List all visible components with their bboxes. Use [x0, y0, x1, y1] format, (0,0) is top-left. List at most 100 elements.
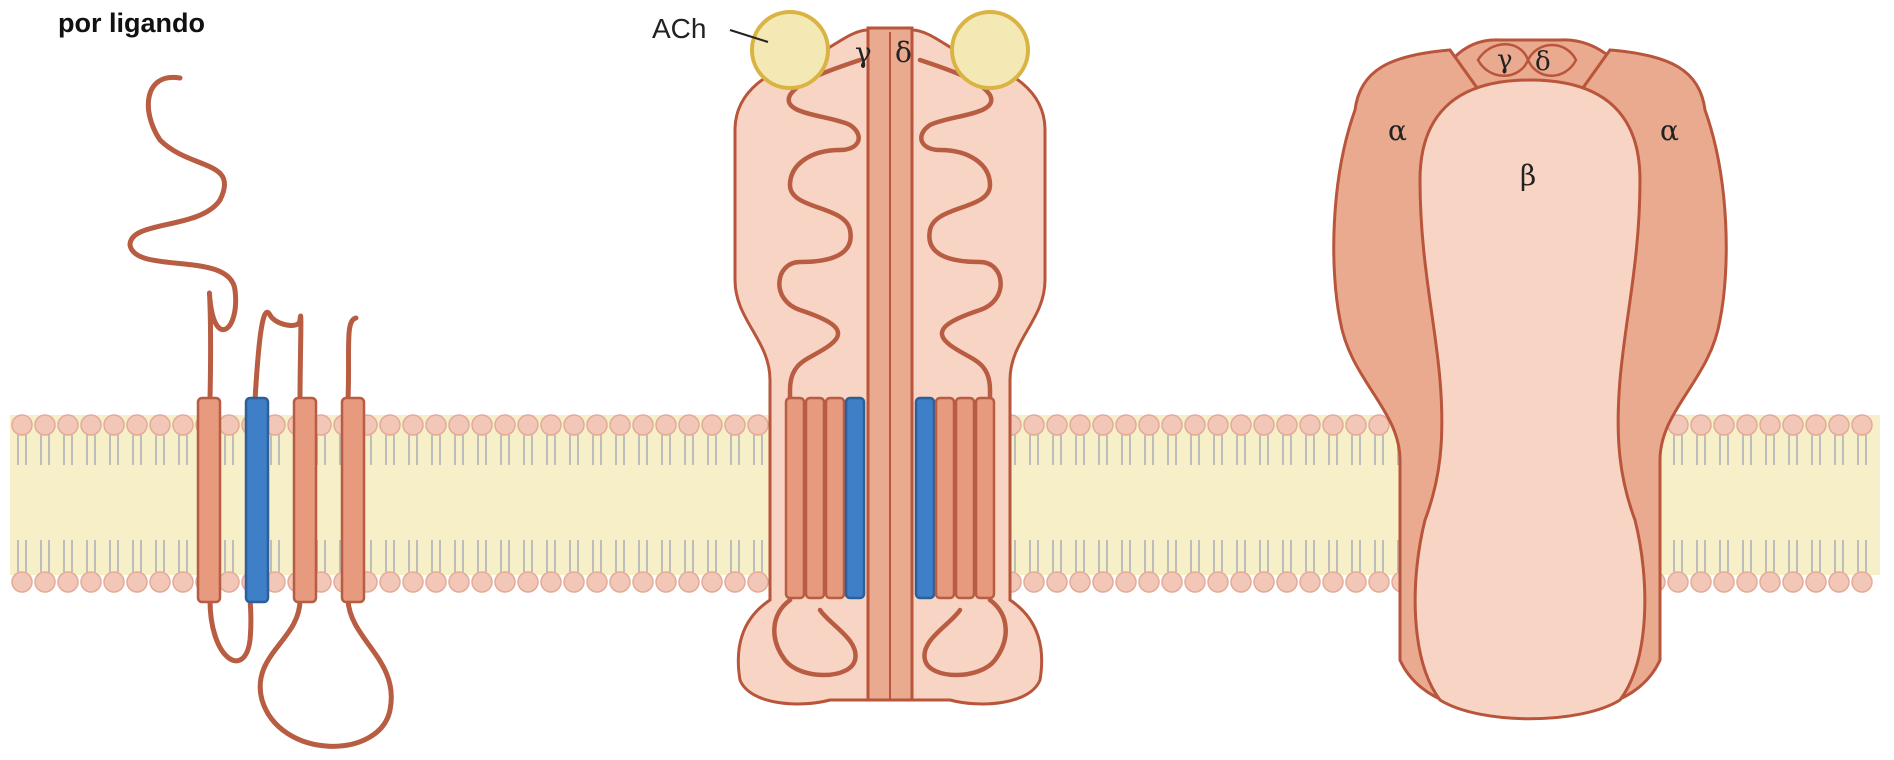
lipid-head [1829, 572, 1849, 592]
lipid-head [1369, 415, 1389, 435]
lipid-head [1208, 415, 1228, 435]
lipid-head [472, 572, 492, 592]
lipid-head [541, 415, 561, 435]
lipid-head [1852, 572, 1872, 592]
lipid-head [219, 572, 239, 592]
lipid-head [518, 572, 538, 592]
delta-label-pentamer: δ [1535, 47, 1551, 77]
lipid-head [173, 572, 193, 592]
cytoplasmic-loop-2 [260, 600, 391, 746]
beta-label: β [1520, 159, 1536, 192]
lipid-head [1024, 415, 1044, 435]
lipid-head [679, 415, 699, 435]
lipid-head [1691, 572, 1711, 592]
lipid-head [472, 415, 492, 435]
lipid-head [35, 415, 55, 435]
lipid-head [426, 572, 446, 592]
left-helix-3 [826, 398, 844, 598]
lipid-head [150, 415, 170, 435]
lipid-head [81, 415, 101, 435]
lipid-head [1254, 415, 1274, 435]
lipid-head [1254, 572, 1274, 592]
lipid-head [656, 572, 676, 592]
lipid-head [1829, 415, 1849, 435]
lipid-head [1760, 415, 1780, 435]
lipid-head [702, 415, 722, 435]
lipid-head [1691, 415, 1711, 435]
lipid-head [1139, 415, 1159, 435]
lipid-head [1231, 415, 1251, 435]
lipid-head [748, 572, 768, 592]
lipid-head [1070, 572, 1090, 592]
left-helix-m2 [846, 398, 864, 598]
c-terminal-strand [348, 318, 356, 400]
lipid-head [1277, 572, 1297, 592]
lipid-head [1369, 572, 1389, 592]
lipid-head [725, 415, 745, 435]
lipid-head [380, 415, 400, 435]
lipid-head [518, 415, 538, 435]
lipid-head [35, 572, 55, 592]
gamma-label-pentamer: γ [1497, 45, 1513, 75]
lipid-head [1783, 415, 1803, 435]
transmembrane-helix-m3 [294, 398, 316, 602]
lipid-head [449, 572, 469, 592]
left-alpha-subunit [735, 30, 868, 704]
lipid-head [1185, 572, 1205, 592]
lipid-head [1852, 415, 1872, 435]
lipid-head [610, 572, 630, 592]
lipid-head [81, 572, 101, 592]
lipid-head [1231, 572, 1251, 592]
lipid-head [1024, 572, 1044, 592]
lipid-head [12, 572, 32, 592]
lipid-head [104, 572, 124, 592]
extracellular-loop [255, 312, 301, 400]
ach-label: ACh [652, 13, 706, 44]
lipid-head [656, 415, 676, 435]
lipid-head [1714, 415, 1734, 435]
lipid-head [1323, 415, 1343, 435]
gamma-label-center: γ [855, 36, 872, 69]
lipid-head [1116, 572, 1136, 592]
lipid-head [403, 572, 423, 592]
left-helix-1 [786, 398, 804, 598]
lipid-head [633, 415, 653, 435]
right-alpha-subunit [912, 30, 1045, 704]
lipid-head [1323, 572, 1343, 592]
lipid-head [1093, 572, 1113, 592]
lipid-head [219, 415, 239, 435]
lipid-head [495, 572, 515, 592]
lipid-head [725, 572, 745, 592]
lipid-head [587, 415, 607, 435]
transmembrane-helix-m2 [246, 398, 268, 602]
transmembrane-helix-m1 [198, 398, 220, 602]
lipid-head [1760, 572, 1780, 592]
lipid-head [1162, 572, 1182, 592]
lipid-head [173, 415, 193, 435]
lipid-head [1162, 415, 1182, 435]
transmembrane-helix-m4 [342, 398, 364, 602]
lipid-head [748, 415, 768, 435]
right-helix-1 [936, 398, 954, 598]
lipid-head [1093, 415, 1113, 435]
lipid-head [1047, 572, 1067, 592]
lipid-head [1277, 415, 1297, 435]
lipid-head [58, 572, 78, 592]
lipid-head [426, 415, 446, 435]
lipid-head [1047, 415, 1067, 435]
assembled-pentamer: α α β γ δ [1334, 40, 1726, 719]
lipid-head [610, 415, 630, 435]
lipid-head [1139, 572, 1159, 592]
lipid-head [150, 572, 170, 592]
delta-label-center: δ [895, 36, 912, 69]
lipid-head [127, 572, 147, 592]
lipid-head [403, 415, 423, 435]
n-terminal-strand [130, 77, 236, 400]
lipid-head [1300, 572, 1320, 592]
lipid-head [1737, 572, 1757, 592]
lipid-head [541, 572, 561, 592]
alpha-label-right: α [1660, 114, 1679, 147]
lipid-head [1668, 572, 1688, 592]
lipid-head [564, 572, 584, 592]
